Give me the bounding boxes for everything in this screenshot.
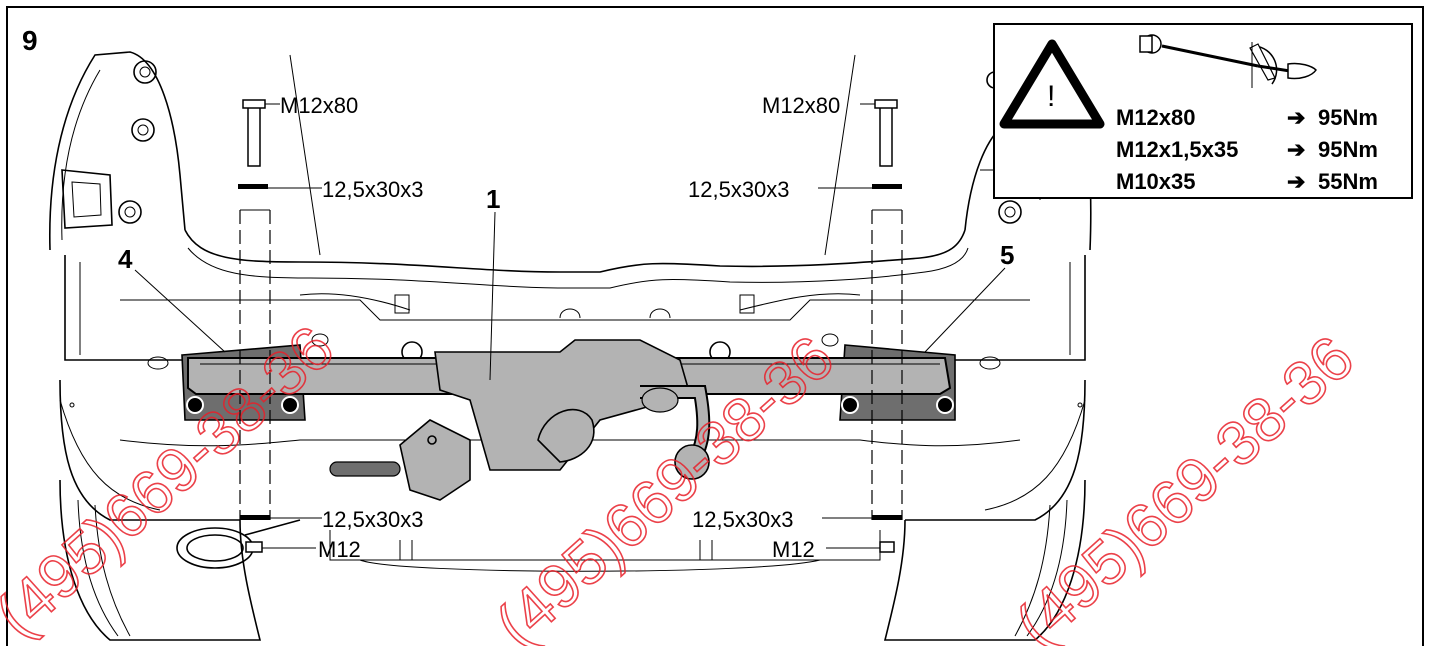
label-bolt-left: M12x80 (280, 93, 358, 118)
bracket-bolt-icon (936, 396, 954, 414)
leader-lines (134, 103, 1006, 549)
washer-right-top-icon (872, 184, 902, 189)
torque-row-3-value: 55Nm (1318, 169, 1378, 194)
torque-wrench-icon (1139, 34, 1317, 88)
bolt-right-icon (879, 103, 893, 167)
left-tail-cluster (48, 51, 186, 251)
washer-left-bottom-icon (240, 515, 270, 520)
figure-number: 9 (22, 25, 38, 56)
fastener-stack-left (238, 99, 271, 553)
label-nut-left: M12 (318, 537, 361, 562)
warning-exclamation: ! (1047, 80, 1055, 113)
nut-right-icon (879, 541, 895, 553)
bracket-bolt-icon (841, 396, 859, 414)
bolt-left-icon (247, 103, 261, 167)
torque-row-1-bolt: M12x80 (1116, 105, 1196, 130)
torque-row-2-value: 95Nm (1318, 137, 1378, 162)
torque-row-3-bolt: M10x35 (1116, 169, 1196, 194)
callout-part-1: 1 (486, 184, 500, 214)
watermark-text-left: (495)669-38-36 (0, 313, 347, 646)
socket-holder (399, 419, 471, 501)
fastener-stack-right (871, 99, 903, 553)
nut-left-icon (245, 541, 263, 553)
centre-mount (434, 339, 691, 471)
tow-bar-assembly (181, 339, 956, 501)
label-washer-top-left: 12,5x30x3 (322, 177, 424, 202)
label-bolt-right: M12x80 (762, 93, 840, 118)
washer-left-top-icon (238, 184, 268, 189)
car-body (48, 51, 1092, 641)
label-washer-bottom-left: 12,5x30x3 (322, 507, 424, 532)
right-tyre (883, 479, 1086, 641)
torque-row-2-arrow: ➔ (1287, 137, 1305, 162)
torque-row-2-bolt: M12x1,5x35 (1116, 137, 1238, 162)
callout-part-5: 5 (1000, 240, 1014, 270)
watermark-text-right: (495)669-38-36 (1003, 323, 1367, 646)
torque-row-1-value: 95Nm (1318, 105, 1378, 130)
callout-part-4: 4 (118, 244, 133, 274)
bumper (59, 379, 240, 521)
warning-triangle-icon (999, 39, 1105, 129)
tow-ball (674, 444, 710, 480)
torque-row-1-arrow: ➔ (1287, 105, 1305, 130)
label-washer-top-right: 12,5x30x3 (688, 177, 790, 202)
bracket-bolt-icon (186, 396, 204, 414)
label-washer-bottom-right: 12,5x30x3 (692, 507, 794, 532)
tailgate-opening (184, 229, 966, 273)
washer-right-bottom-icon (872, 515, 902, 520)
label-nut-right: M12 (772, 537, 815, 562)
torque-row-3-arrow: ➔ (1287, 169, 1305, 194)
torque-spec-box: ! M12x80 ➔ 95Nm M12x1,5x35 ➔ 95Nm M10x35… (993, 23, 1413, 199)
bracket-bolt-icon (281, 396, 299, 414)
